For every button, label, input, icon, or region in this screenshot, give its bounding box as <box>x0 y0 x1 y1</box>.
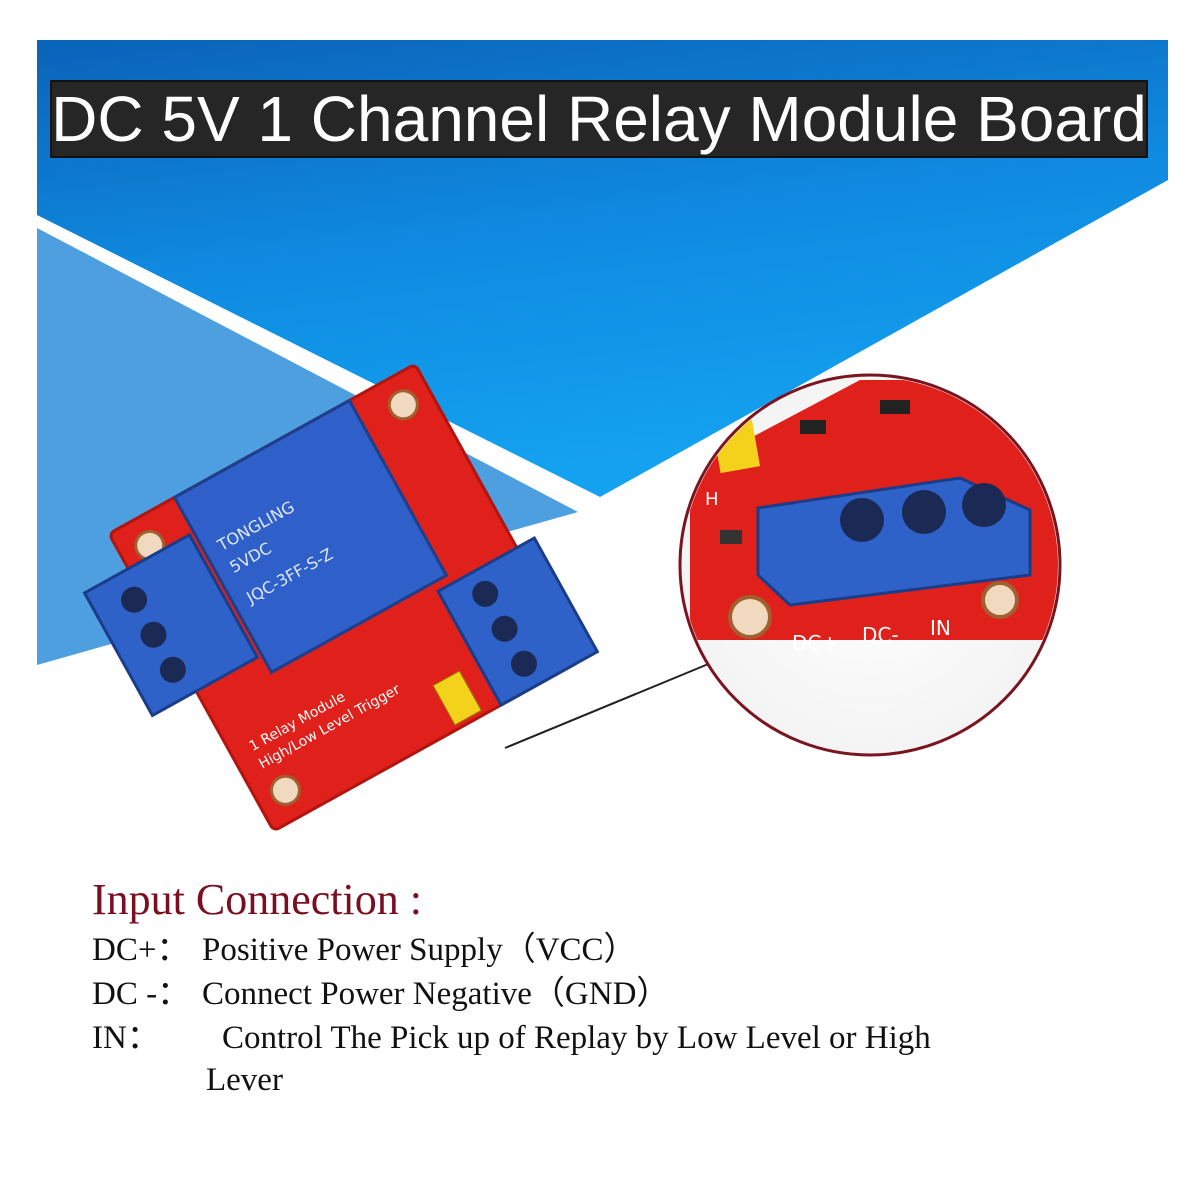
pin-label-in: IN <box>930 616 951 640</box>
jumper-h-label: H <box>705 489 719 510</box>
relay-component <box>172 398 449 675</box>
info-row-dc-minus: DC -： Connect Power Negative（GND） <box>92 972 931 1016</box>
page-title: DC 5V 1 Channel Relay Module Board <box>51 83 1147 155</box>
pin-label-dc-plus: DC+ <box>792 631 838 655</box>
callout-line <box>504 659 719 749</box>
info-key: DC+： <box>92 932 190 968</box>
title-banner: DC 5V 1 Channel Relay Module Board <box>50 80 1148 158</box>
pin-label-dc-minus: DC- <box>862 623 899 647</box>
info-key: IN： <box>92 1020 160 1056</box>
info-row-in: IN： Control The Pick up of Replay by Low… <box>92 1016 931 1060</box>
zoom-detail-circle: DC+ DC- IN H <box>678 373 1062 757</box>
relay-board: TONGLING 5VDC JQC-3FF-S-Z 1 Relay Module… <box>82 364 600 831</box>
info-heading: Input Connection : <box>92 875 422 924</box>
jumper <box>432 670 482 726</box>
info-value: Positive Power Supply（VCC） <box>202 932 637 968</box>
input-terminal <box>436 535 600 708</box>
info-value: Control The Pick up of Replay by Low Lev… <box>222 1020 931 1056</box>
info-row-in-continuation: Lever <box>206 1062 283 1098</box>
input-connection-info: Input Connection : DC+： Positive Power S… <box>92 872 931 1100</box>
info-row-dc-plus: DC+： Positive Power Supply（VCC） <box>92 928 931 972</box>
info-value: Connect Power Negative（GND） <box>202 976 670 1012</box>
info-key: DC -： <box>92 976 191 1012</box>
